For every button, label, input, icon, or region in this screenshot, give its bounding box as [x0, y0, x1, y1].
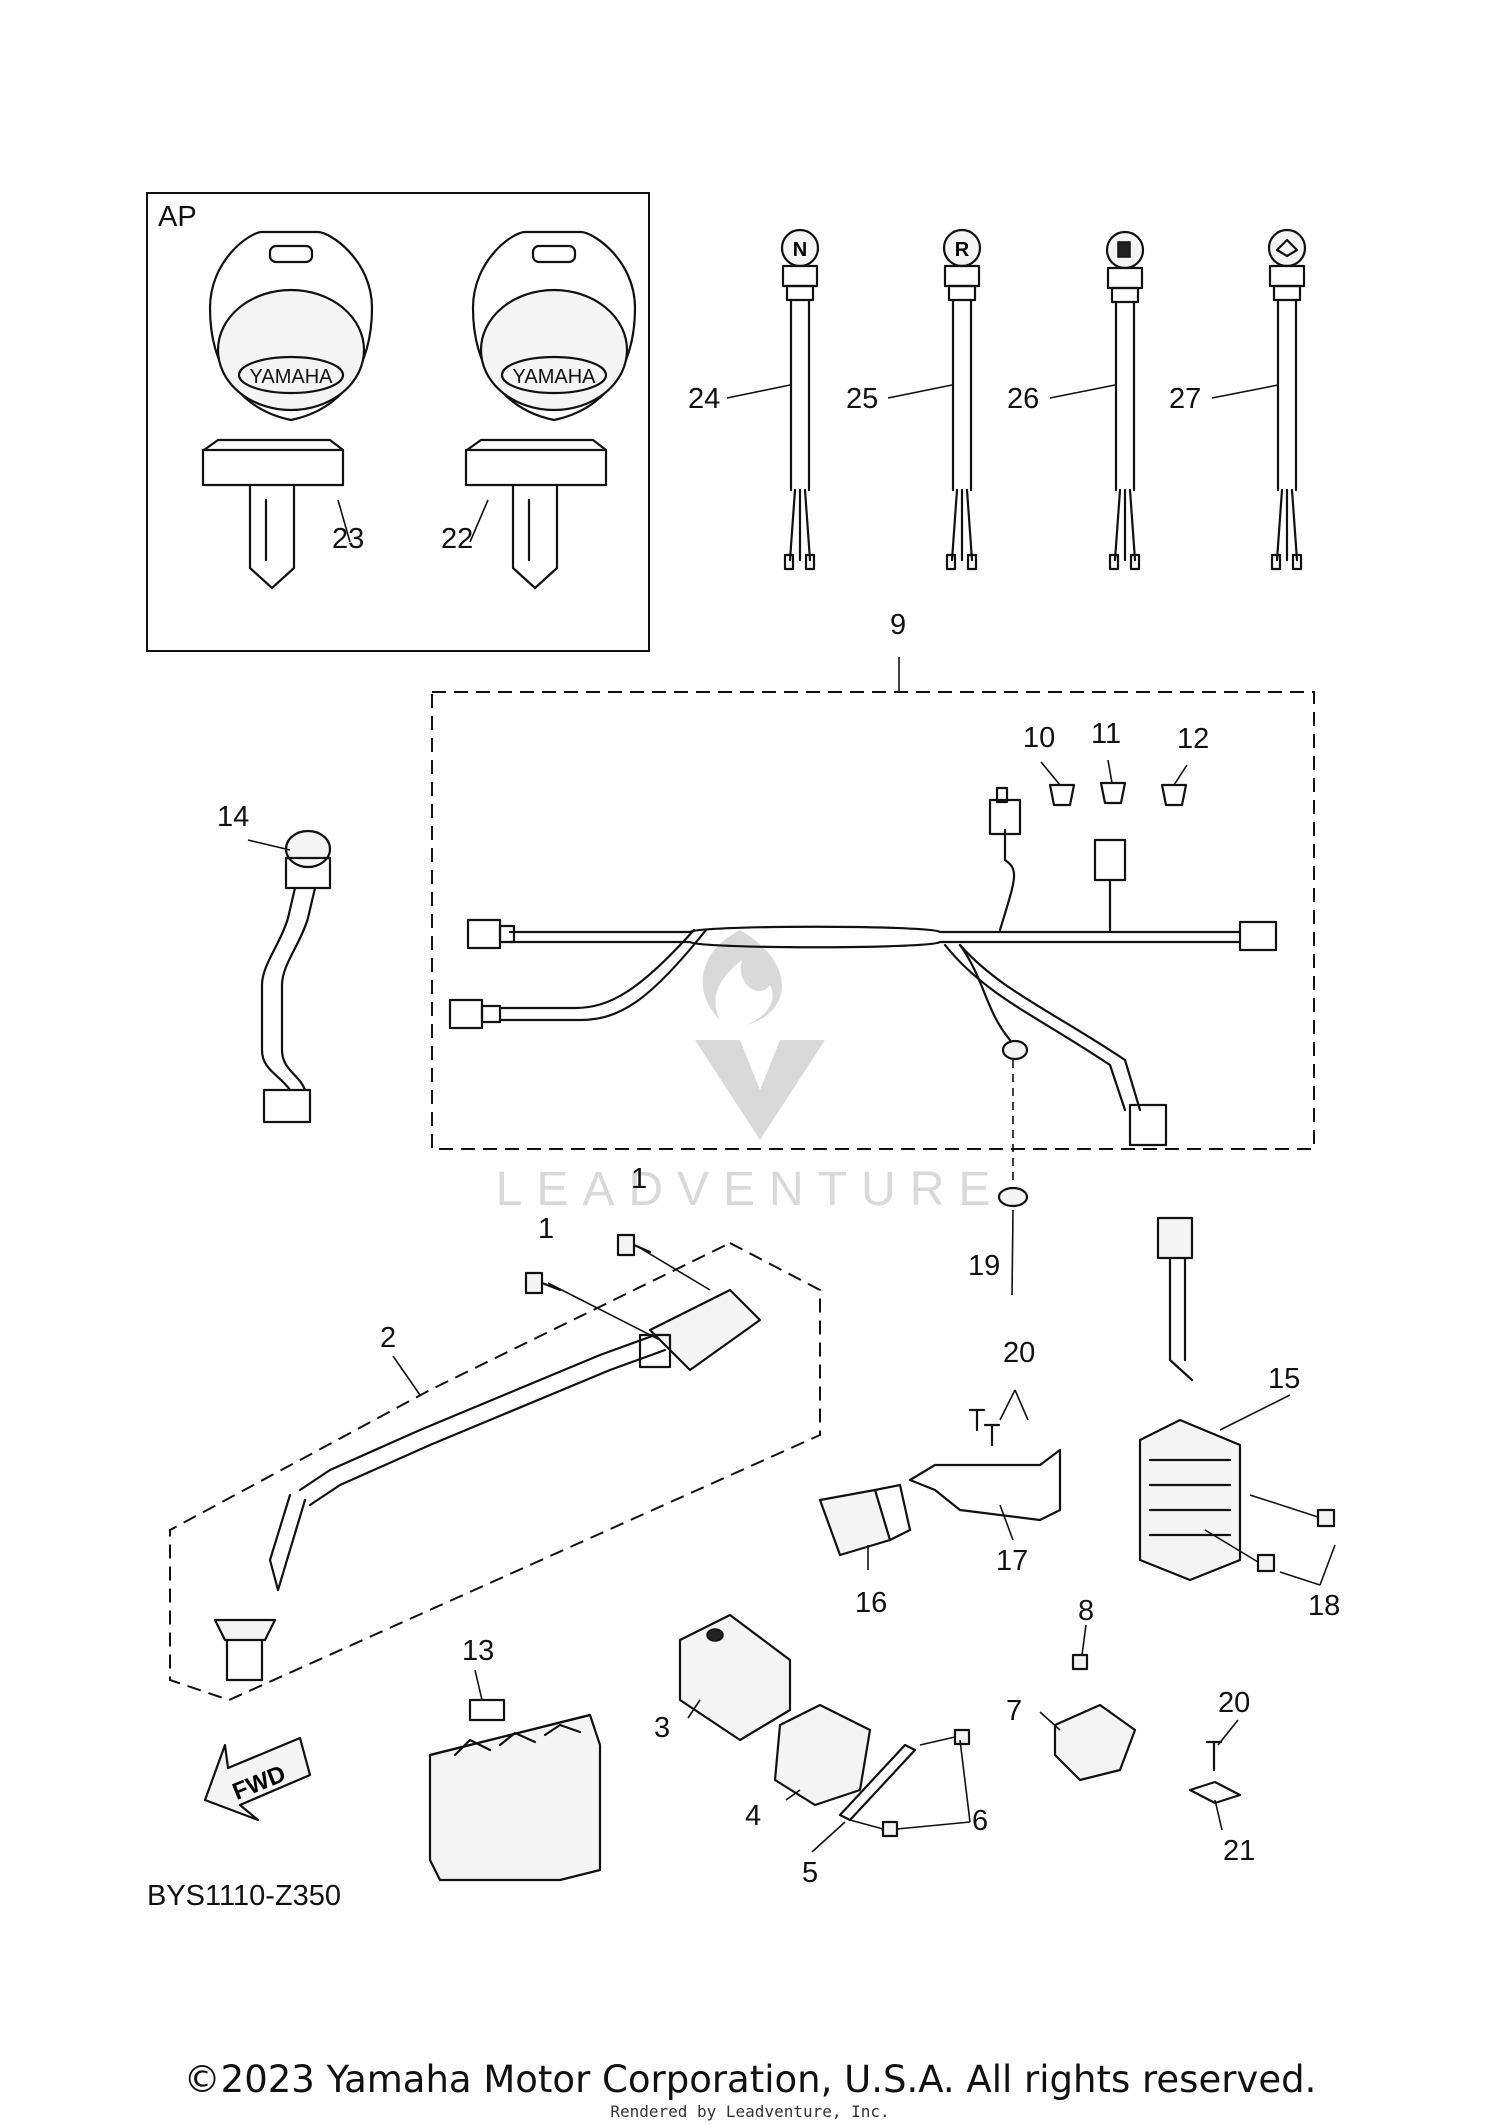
callout: 11 — [1091, 718, 1121, 750]
callout: 1 — [631, 1163, 647, 1195]
callout: 1 — [538, 1213, 554, 1245]
fuses-10-11-12[interactable] — [1048, 781, 1188, 807]
callout: 10 — [1023, 722, 1055, 754]
callout: 21 — [1223, 1835, 1255, 1867]
callout: 23 — [332, 523, 364, 555]
diagram-code: BYS1110-Z350 — [147, 1880, 341, 1912]
callout: 8 — [1078, 1595, 1094, 1627]
callout: 3 — [654, 1712, 670, 1744]
main-switch-14[interactable] — [260, 829, 332, 1124]
ap-kit-frame — [146, 192, 650, 652]
callout: 9 — [890, 609, 906, 641]
callout: 26 — [1007, 383, 1039, 415]
callout: 16 — [855, 1587, 887, 1619]
callout: 5 — [802, 1857, 818, 1889]
watermark-logo: LEADVENTURE — [496, 930, 1005, 1216]
battery-13[interactable] — [428, 1698, 602, 1882]
callout: 25 — [846, 383, 878, 415]
switch-symbol: N — [793, 239, 807, 261]
band-5[interactable] — [838, 1743, 917, 1822]
callout: 27 — [1169, 383, 1201, 415]
switch-27[interactable] — [1267, 228, 1307, 571]
copyright-notice: ©2023 Yamaha Motor Corporation, U.S.A. A… — [183, 2058, 1317, 2101]
bolt-1a[interactable] — [524, 1271, 562, 1295]
callout: 20 — [1003, 1337, 1035, 1369]
cover-4[interactable] — [773, 1703, 872, 1807]
callout: 17 — [996, 1545, 1028, 1577]
key-brand-logo: YAMAHA — [513, 366, 597, 388]
key-23[interactable]: YAMAHA — [201, 230, 374, 590]
switch-26[interactable] — [1105, 230, 1145, 571]
switch-24[interactable]: N — [780, 228, 820, 571]
callout: 24 — [688, 383, 720, 415]
bracket-17[interactable] — [908, 1448, 1062, 1522]
switch-symbol: R — [955, 239, 970, 261]
wire-harness-group-frame — [431, 691, 1315, 1150]
screw-20[interactable] — [968, 1408, 1001, 1447]
callout: 7 — [1006, 1695, 1022, 1727]
rectifier-regulator-15[interactable] — [1138, 1216, 1242, 1582]
switch-25[interactable]: R — [942, 228, 982, 571]
key-brand-logo: YAMAHA — [250, 366, 334, 388]
nut-8[interactable] — [1071, 1653, 1089, 1671]
ecu-3[interactable] — [678, 1613, 792, 1742]
callout: 15 — [1268, 1363, 1300, 1395]
callout: 4 — [745, 1800, 761, 1832]
ignition-coil-2[interactable] — [213, 1288, 762, 1682]
wire-harness-9[interactable] — [448, 786, 1278, 1147]
callout: 22 — [441, 523, 473, 555]
callout: 2 — [380, 1322, 396, 1354]
callout: 13 — [462, 1635, 494, 1667]
key-22[interactable]: YAMAHA — [464, 230, 637, 590]
bolt-6[interactable] — [881, 1728, 971, 1838]
callout: 12 — [1177, 723, 1209, 755]
washer-19[interactable] — [997, 1186, 1029, 1208]
screw-20b[interactable] — [1205, 1740, 1223, 1772]
callout-labels: 1 1 2 3 4 5 6 7 8 9 10 11 12 13 14 15 16… — [217, 383, 1340, 1889]
fwd-arrow: FWD — [203, 1736, 312, 1822]
callout: 6 — [972, 1805, 988, 1837]
relay-7[interactable] — [1053, 1703, 1137, 1782]
clip-21[interactable] — [1188, 1780, 1242, 1805]
callout: 18 — [1308, 1590, 1340, 1622]
watermark-text: LEADVENTURE — [496, 1163, 1005, 1216]
rendered-by-notice: Rendered by Leadventure, Inc. — [610, 2102, 890, 2121]
ignition-coil-group-frame — [169, 1241, 821, 1702]
ap-kit-label: AP — [158, 201, 197, 233]
callout: 19 — [968, 1250, 1000, 1282]
callout: 14 — [217, 801, 249, 833]
callout: 20 — [1218, 1687, 1250, 1719]
leader-lines — [247, 384, 1291, 1853]
bolt-18[interactable] — [1256, 1508, 1336, 1573]
relay-16[interactable] — [818, 1483, 912, 1557]
